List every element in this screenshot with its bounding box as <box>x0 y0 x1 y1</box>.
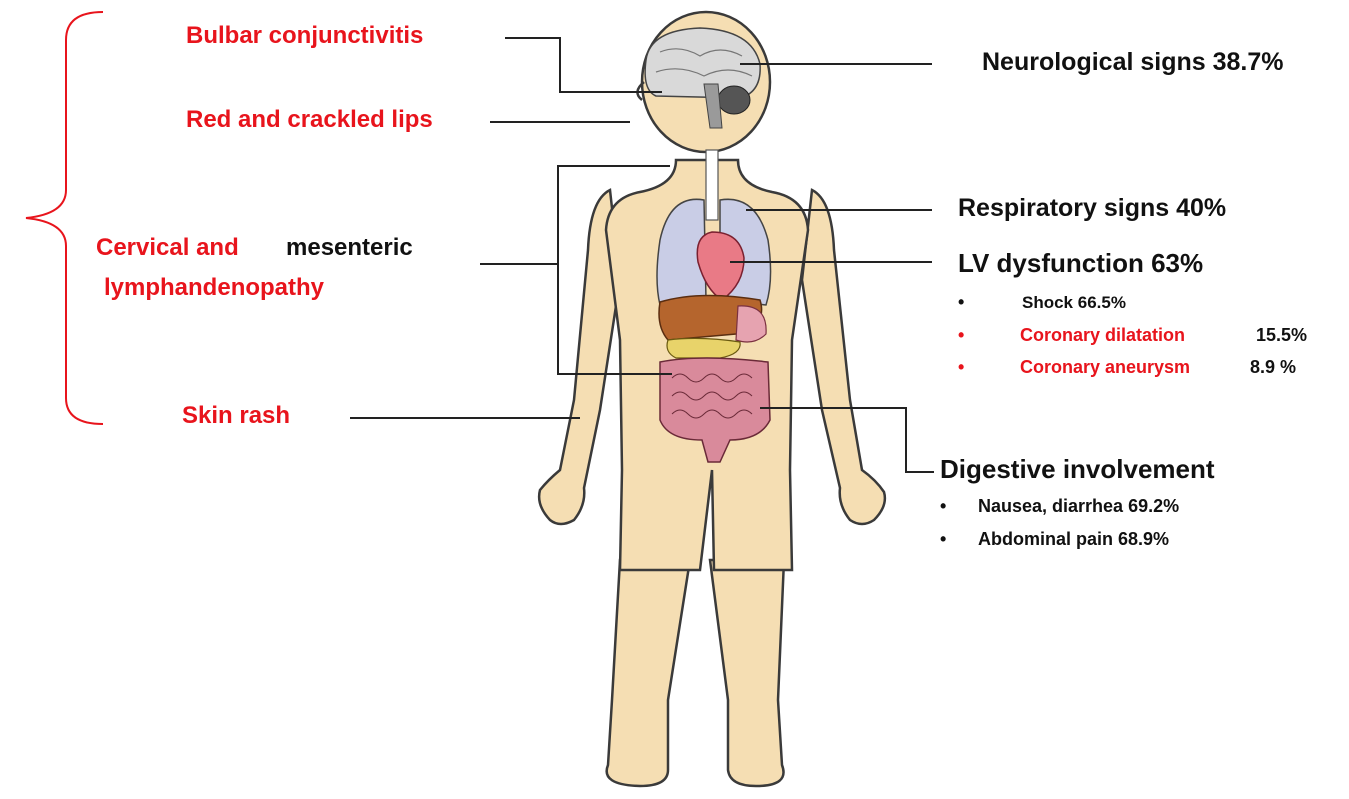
label-shock: Shock 66.5% <box>1022 294 1126 311</box>
bullet-coronary-dilatation: • <box>958 326 964 344</box>
label-coronary-aneurysm: Coronary aneurysm <box>1020 358 1190 376</box>
label-neurological-signs: Neurological signs 38.7% <box>982 50 1284 75</box>
label-abdominal-pain: Abdominal pain 68.9% <box>978 530 1169 548</box>
trachea <box>706 150 718 220</box>
label-digestive-involvement: Digestive involvement <box>940 456 1215 482</box>
label-lv-dysfunction: LV dysfunction 63% <box>958 250 1203 276</box>
label-mesenteric: mesenteric <box>286 236 413 260</box>
label-cervical: Cervical and <box>96 236 239 260</box>
label-bulbar-conjunctivitis: Bulbar conjunctivitis <box>186 24 423 48</box>
bullet-shock: • <box>958 293 964 311</box>
bullet-nausea: • <box>940 497 946 515</box>
label-coronary-dilatation: Coronary dilatation <box>1020 326 1185 344</box>
label-nausea-diarrhea: Nausea, diarrhea 69.2% <box>978 497 1179 515</box>
leader-bulbar <box>505 38 662 92</box>
left-bracket <box>26 12 103 424</box>
bullet-coronary-aneurysm: • <box>958 358 964 376</box>
label-lymphadenopathy: lymphandenopathy <box>104 276 324 300</box>
label-red-crackled-lips: Red and crackled lips <box>186 108 433 132</box>
legs <box>607 560 784 786</box>
value-coronary-aneurysm: 8.9 % <box>1250 358 1296 376</box>
right-arm <box>802 190 885 524</box>
bullet-abdominal: • <box>940 530 946 548</box>
label-skin-rash: Skin rash <box>182 404 290 428</box>
pancreas-icon <box>667 338 740 358</box>
value-coronary-dilatation: 15.5% <box>1256 326 1307 344</box>
label-respiratory-signs: Respiratory signs 40% <box>958 196 1226 221</box>
